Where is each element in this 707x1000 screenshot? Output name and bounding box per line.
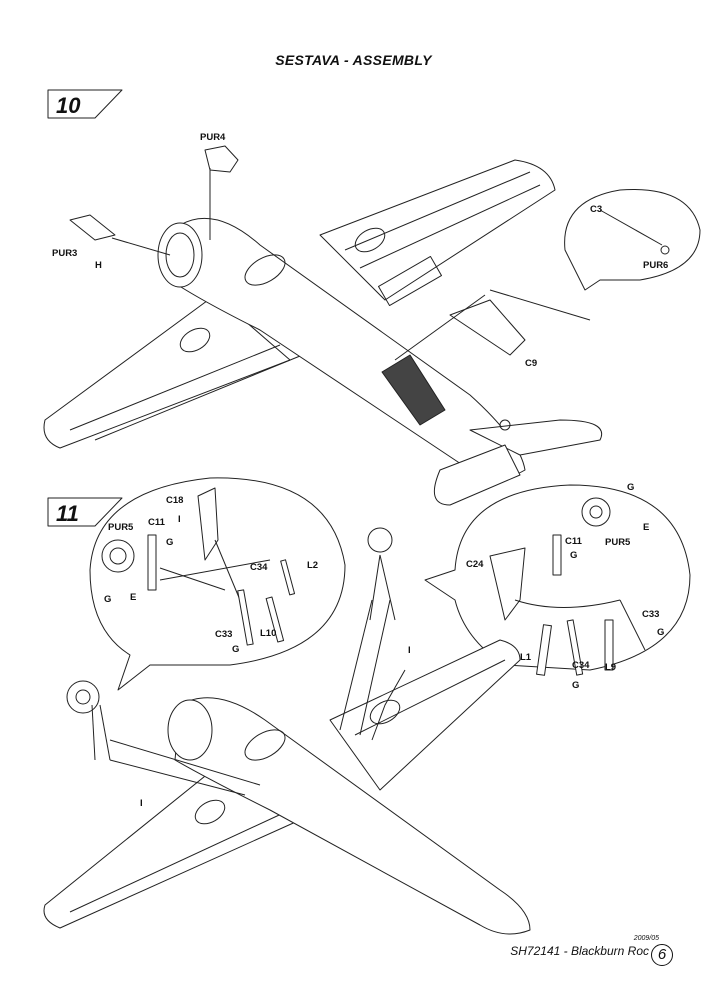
label-c3: C3 [590, 204, 602, 215]
label-l2: L2 [307, 560, 318, 571]
label-c11-right: C11 [565, 536, 583, 547]
label-g-right1: G [627, 482, 634, 493]
step-11-right-detail [424, 484, 691, 676]
page-title: SESTAVA - ASSEMBLY [275, 52, 432, 68]
label-pur5-left: PUR5 [108, 522, 134, 533]
label-i-main1: I [408, 645, 411, 656]
part-c9 [449, 299, 526, 356]
step-10-number: 10 [56, 93, 81, 118]
label-c34-left: C34 [250, 562, 268, 573]
label-c24: C24 [466, 559, 484, 570]
step-11-labels: C18 PUR5 C11 I G E G C34 L2 C33 L10 G G … [104, 482, 664, 809]
label-pur6: PUR6 [643, 260, 668, 271]
step-11-left-detail [89, 477, 346, 691]
label-l9: L9 [605, 662, 616, 673]
label-i-main2: I [140, 798, 143, 809]
page-number: 6 [651, 944, 673, 966]
step-10-labels: PUR4 PUR3 H C3 PUR6 C9 [52, 132, 668, 369]
label-g-left1: G [166, 537, 173, 548]
label-c11-left: C11 [148, 517, 166, 528]
label-g-right3: G [657, 627, 664, 638]
label-pur3: PUR3 [52, 248, 77, 259]
step-11-aircraft [43, 527, 531, 935]
part-pur4 [204, 145, 239, 173]
label-g-right2: G [570, 550, 577, 561]
product-title: SH72141 - Blackburn Roc [510, 944, 649, 958]
label-c34-right: C34 [572, 660, 590, 671]
step-11-number: 11 [56, 501, 79, 526]
label-c9: C9 [525, 358, 537, 369]
label-pur5-right: PUR5 [605, 537, 631, 548]
label-i-left: I [178, 514, 181, 525]
label-g-left3: G [232, 644, 239, 655]
label-c33-left: C33 [215, 629, 232, 640]
step-10-aircraft [43, 145, 701, 506]
label-l10: L10 [260, 628, 276, 639]
label-e-left: E [130, 592, 136, 603]
label-g-left2: G [104, 594, 111, 605]
step-11-marker: 11 [47, 497, 123, 527]
label-c33-right: C33 [642, 609, 659, 620]
print-date: 2009/05 [633, 935, 659, 942]
label-e-right: E [643, 522, 649, 533]
label-g-right4: G [572, 680, 579, 691]
label-l1: L1 [520, 652, 532, 663]
part-pur3 [69, 214, 116, 241]
label-h: H [95, 260, 102, 271]
step-10-marker: 10 [47, 89, 123, 119]
label-pur4: PUR4 [200, 132, 226, 143]
label-c18: C18 [166, 495, 183, 506]
